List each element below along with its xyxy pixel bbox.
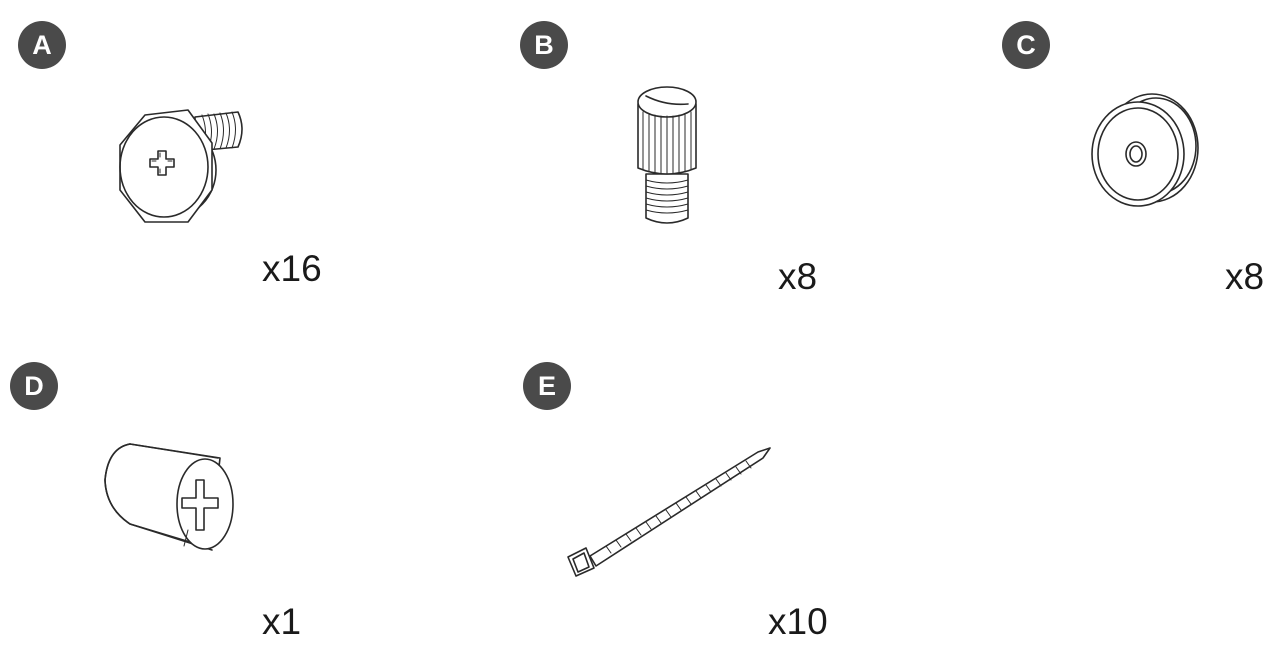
part-b-quantity: x8 bbox=[778, 256, 818, 297]
part-d-quantity: x1 bbox=[262, 601, 302, 642]
cable-tie-icon bbox=[567, 447, 771, 577]
cam-lock-barrel-icon bbox=[104, 443, 234, 551]
part-e-badge: E bbox=[523, 362, 571, 410]
part-c-quantity: x8 bbox=[1225, 256, 1265, 297]
part-c-badge: C bbox=[1002, 21, 1050, 69]
grommet-bushing-icon bbox=[1091, 93, 1199, 207]
hex-flange-screw-icon bbox=[119, 109, 243, 223]
part-a-badge: A bbox=[18, 21, 66, 69]
knurled-pin-icon bbox=[637, 86, 697, 224]
part-b-badge: B bbox=[520, 21, 568, 69]
part-d-badge: D bbox=[10, 362, 58, 410]
part-a-quantity: x16 bbox=[262, 248, 322, 289]
part-e-quantity: x10 bbox=[768, 601, 828, 642]
